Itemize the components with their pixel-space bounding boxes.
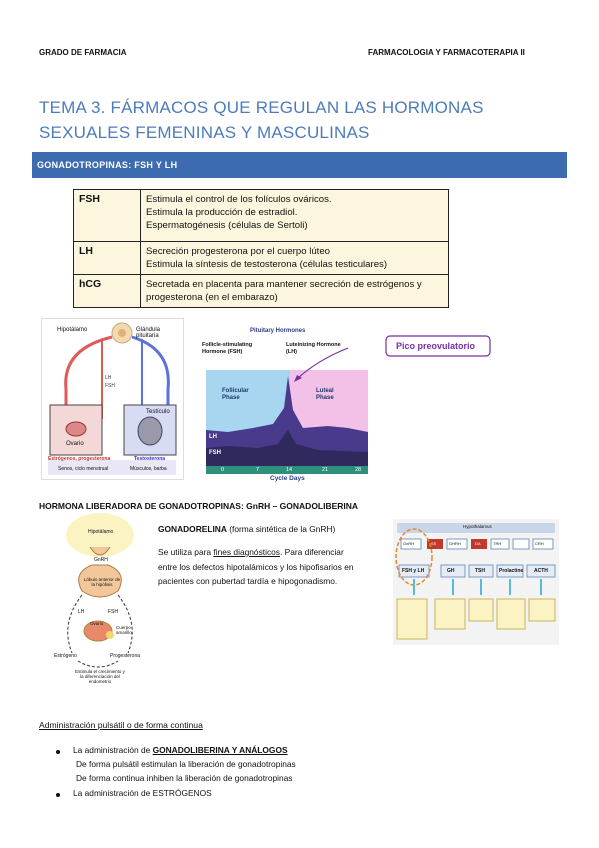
admin-b1-line3: De forma continua inhiben la liberación … <box>76 773 293 783</box>
section-bar: GONADOTROPINAS: FSH Y LH <box>32 152 567 178</box>
gnrh-label: GnRH <box>94 557 108 563</box>
gonadal-axis-figure: Hipotálamo Glándula pituitaria Ovario Te… <box>41 318 184 480</box>
gnrh-label: Ovario <box>90 621 104 626</box>
gnrh-label: Lóbulo anterior de la hipófisis <box>83 577 121 587</box>
peak-callout: Pico preovulatorio <box>396 341 476 351</box>
gnrh-label: LH <box>78 609 85 615</box>
gonadorelina-heading: GONADORELINA (forma sintética de la GnRH… <box>158 522 335 537</box>
gnrh-label: Hipotálamo <box>88 529 114 535</box>
bullet-dot <box>56 750 60 754</box>
x-axis-label: Cycle Days <box>270 475 305 482</box>
uses-text: Se utiliza para <box>158 547 214 557</box>
table-row: LH Secreción progesterona por el cuerpo … <box>73 241 449 275</box>
axes-hormone: DA <box>475 541 481 546</box>
table-row: hCG Secretada en placenta para mantener … <box>73 274 449 308</box>
follicular-label: Follicular Phase <box>222 388 249 401</box>
gonadorelina-name: GONADORELINA <box>158 524 227 534</box>
axes-pituitary: GH <box>447 568 455 574</box>
lh-label: Luteinizing Hormone (LH) <box>286 342 341 355</box>
admin-underlined: GONADOLIBERINA Y ANÁLOGOS <box>152 745 288 755</box>
gnrh-figure: Hipotálamo GnRH Lóbulo anterior de la hi… <box>52 513 148 691</box>
series-fsh: FSH <box>209 450 221 456</box>
pituitary-hormones-figure: Pituitary Hormones Follicle-stimulating … <box>198 320 496 483</box>
admin-bullet-1: La administración de GONADOLIBERINA Y AN… <box>73 743 288 758</box>
axes-top-label: Hypothalamus <box>463 524 492 529</box>
header-right: FARMACOLOGIA Y FARMACOTERAPIA II <box>368 48 525 57</box>
axes-hormone: GnRH <box>403 541 415 546</box>
table-key: hCG <box>73 274 141 308</box>
uses-line-1: Se utiliza para fines diagnósticos. Para… <box>158 545 354 560</box>
tick-label: 21 <box>322 467 329 473</box>
table-line: Estimula el control de los folículos ová… <box>146 194 332 205</box>
table-key: LH <box>73 241 141 275</box>
admin-title: Administración pulsátil o de forma conti… <box>39 720 203 730</box>
uses-text: . Para diferenciar <box>279 547 344 557</box>
tick-label: 7 <box>256 467 260 473</box>
axes-figure: Hypothalamus GnRH GHRH SS TRH DA CRH FSH… <box>393 519 559 645</box>
uses-line-3: pacientes con pubertad tardía e hipogona… <box>158 576 338 586</box>
label-hipotalamo: Hipotálamo <box>57 327 88 333</box>
table-line: Estimula la producción de estradiol. <box>146 207 298 218</box>
table-cell: Secreción progesterona por el cuerpo lút… <box>140 241 449 275</box>
table-cell: Estimula el control de los folículos ová… <box>140 189 449 242</box>
label-estrogenos: Estrógenos, progesterona <box>48 456 111 462</box>
gonadorelina-desc: (forma sintética de la GnRH) <box>226 524 336 534</box>
chart-title: Pituitary Hormones <box>250 328 306 334</box>
section2-title: HORMONA LIBERADORA DE GONADOTROPINAS: Gn… <box>39 501 359 511</box>
admin-bullet-2: La administración de ESTRÓGENOS <box>73 788 212 798</box>
axes-hormone: CRH <box>535 541 544 546</box>
label-pituitaria: Glándula pituitaria <box>136 327 161 339</box>
label-ovario: Ovario <box>66 441 84 447</box>
table-key: FSH <box>73 189 141 242</box>
gnrh-label: FSH <box>108 609 118 615</box>
admin-b1-line2: De forma pulsátil estimulan la liberació… <box>76 759 296 769</box>
label-testiculo: Testículo <box>146 409 170 415</box>
axes-hormone: TRH <box>493 541 502 546</box>
bullet-dot <box>56 793 60 797</box>
table-row: FSH Estimula el control de los folículos… <box>73 189 449 242</box>
uses-line-2: entre los defectos hipotalámicos y los h… <box>158 561 354 572</box>
tick-label: 14 <box>286 467 293 473</box>
gnrh-label: Estrógeno <box>54 653 77 659</box>
luteal-label: Luteal Phase <box>316 388 334 401</box>
table-line: Espermatogénesis (células de Sertoli) <box>146 220 308 231</box>
axes-pituitary: ACTH <box>534 568 548 574</box>
table-cell: Secretada en placenta para mantener secr… <box>140 274 449 308</box>
series-lh: LH <box>209 434 217 440</box>
axes-hormone: SS <box>431 541 437 546</box>
section-title: GONADOTROPINAS: FSH Y LH <box>37 160 178 170</box>
label-testosterona: Testosterona <box>134 456 166 462</box>
label-lh: LH <box>105 375 112 381</box>
uses-paragraph: Se utiliza para fines diagnósticos. Para… <box>158 545 354 589</box>
admin-b1-line1: La administración de GONADOLIBERINA Y AN… <box>73 743 288 758</box>
label-senos: Senos, ciclo menstrual <box>58 466 109 472</box>
gnrh-label: Cuerpo amarillo <box>116 625 132 635</box>
fsh-label: Follicle-stimulating Hormone (FSH) <box>202 342 253 355</box>
page-title: TEMA 3. FÁRMACOS QUE REGULAN LAS HORMONA… <box>39 98 484 142</box>
axes-pituitary: TSH <box>475 568 485 574</box>
admin-text: La administración de <box>73 745 153 755</box>
uses-underlined: fines diagnósticos <box>213 547 280 557</box>
label-musculos: Músculos, barba <box>130 466 167 472</box>
tick-label: 28 <box>355 467 362 473</box>
tick-label: 0 <box>221 467 225 473</box>
label-fsh: FSH <box>105 383 115 389</box>
table-line: Estimula la síntesis de testosterona (cé… <box>146 259 388 270</box>
hormone-table: FSH Estimula el control de los folículos… <box>73 189 449 308</box>
axes-pituitary: FSH y LH <box>402 568 425 574</box>
table-line: Secreción progesterona por el cuerpo lút… <box>146 246 330 257</box>
gnrh-label: Progesterona <box>110 653 141 659</box>
header-left: GRADO DE FARMACIA <box>39 48 127 57</box>
gnrh-label: Estimula el crecimiento y la diferenciac… <box>75 669 125 684</box>
axes-hormone: GHRH <box>449 541 461 546</box>
axes-pituitary: Prolactine <box>499 568 524 574</box>
